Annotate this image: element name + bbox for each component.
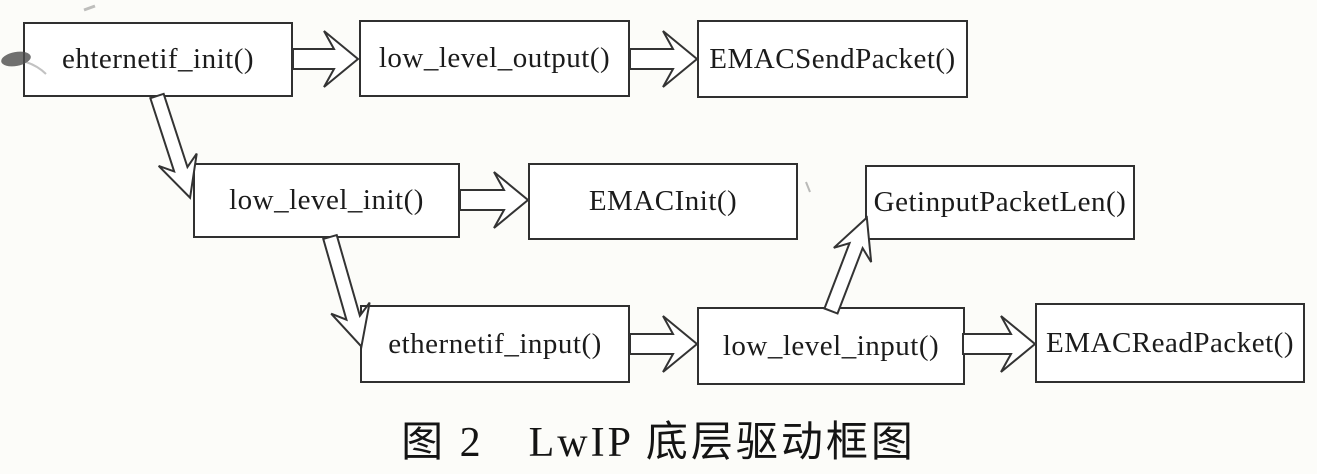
node-emac-read-packet: EMACReadPacket() [1035, 303, 1305, 383]
node-emac-init: EMACInit() [528, 163, 798, 240]
arrow-ehternetif-init-to-low-level-output [292, 30, 360, 88]
scan-speck-small [805, 181, 811, 193]
node-label: ethernetif_input() [388, 327, 602, 360]
node-label: ehternetif_init() [61, 43, 255, 75]
node-label: low_level_init() [229, 184, 424, 216]
node-low-level-input: low_level_input() [697, 307, 965, 385]
node-low-level-output: low_level_output() [359, 20, 630, 97]
node-emac-send-packet: EMACSendPacket() [697, 20, 968, 98]
scan-speck [83, 4, 96, 12]
node-label: EMACSendPacket() [709, 42, 956, 75]
figure-caption: 图 2 LwIP 底层驱动框图 [401, 420, 916, 466]
node-ethernetif-input: ethernetif_input() [360, 305, 630, 383]
node-label: EMACInit() [588, 185, 738, 217]
node-low-level-init: low_level_init() [193, 163, 460, 238]
arrow-ethernetif-input-to-low-level-input [629, 315, 699, 373]
node-label: EMACReadPacket() [1046, 326, 1294, 359]
arrow-low-level-init-to-emac-init [459, 171, 530, 229]
arrow-low-level-input-to-emac-read-packet [962, 315, 1037, 373]
node-label: low_level_output() [378, 42, 611, 74]
node-ehternetif-init: ehternetif_init() [23, 22, 293, 97]
arrow-low-level-output-to-emac-send-packet [629, 30, 699, 88]
node-label: low_level_input() [722, 329, 940, 362]
node-label: GetinputPacketLen() [873, 186, 1127, 218]
node-get-input-packet-len: GetinputPacketLen() [865, 165, 1135, 240]
